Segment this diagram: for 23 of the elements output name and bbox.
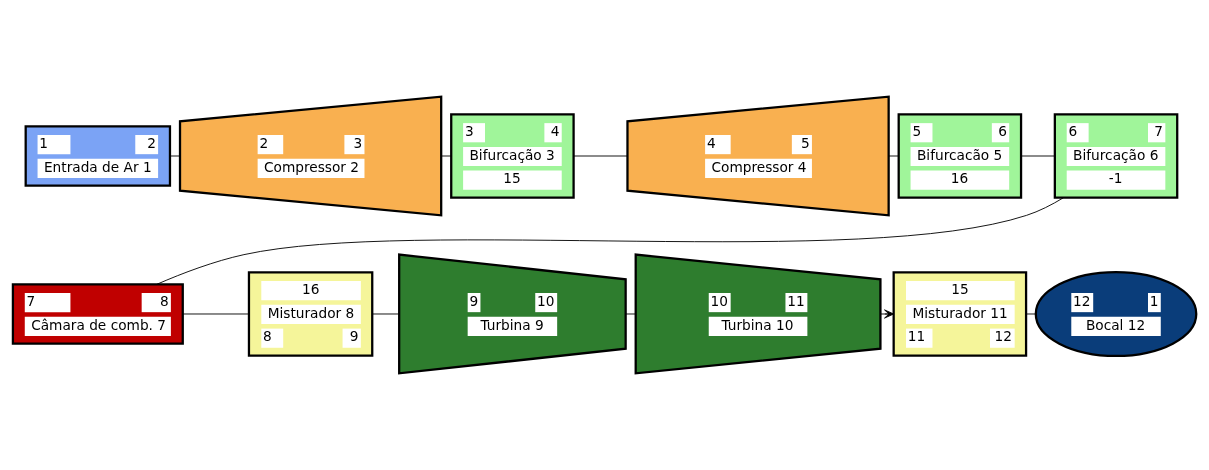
connector [1020, 155, 1055, 157]
connector [372, 313, 400, 315]
connector [441, 155, 452, 157]
connector [169, 155, 181, 157]
node-box: 4 5 Compressor 4 [626, 95, 890, 217]
node-box: 16 Misturador 8 8 9 [247, 271, 374, 357]
connector [1025, 313, 1037, 315]
node-box: 1 2 Entrada de Ar 1 [24, 125, 172, 187]
connector [182, 313, 250, 315]
node-ellipse: 12 1 Bocal 12 [1034, 270, 1198, 358]
arrow [880, 309, 895, 319]
node-box: 5 6 Bifurcacão 5 16 [897, 113, 1023, 199]
node-box: 3 4 Bifurcação 3 15 [450, 113, 575, 199]
node-box: 6 7 Bifurcação 6 -1 [1053, 113, 1179, 199]
connector [625, 313, 637, 315]
node-box: 7 8 Câmara de comb. 7 [11, 283, 184, 345]
node-box: 9 10 Turbina 9 [398, 253, 627, 375]
connector [888, 155, 900, 157]
node-box: 15 Misturador 11 11 12 [892, 271, 1028, 357]
connector [573, 155, 628, 157]
node-box: 2 3 Compressor 2 [178, 95, 443, 217]
node-box: 10 11 Turbina 10 [634, 253, 882, 375]
connector [156, 197, 1064, 285]
